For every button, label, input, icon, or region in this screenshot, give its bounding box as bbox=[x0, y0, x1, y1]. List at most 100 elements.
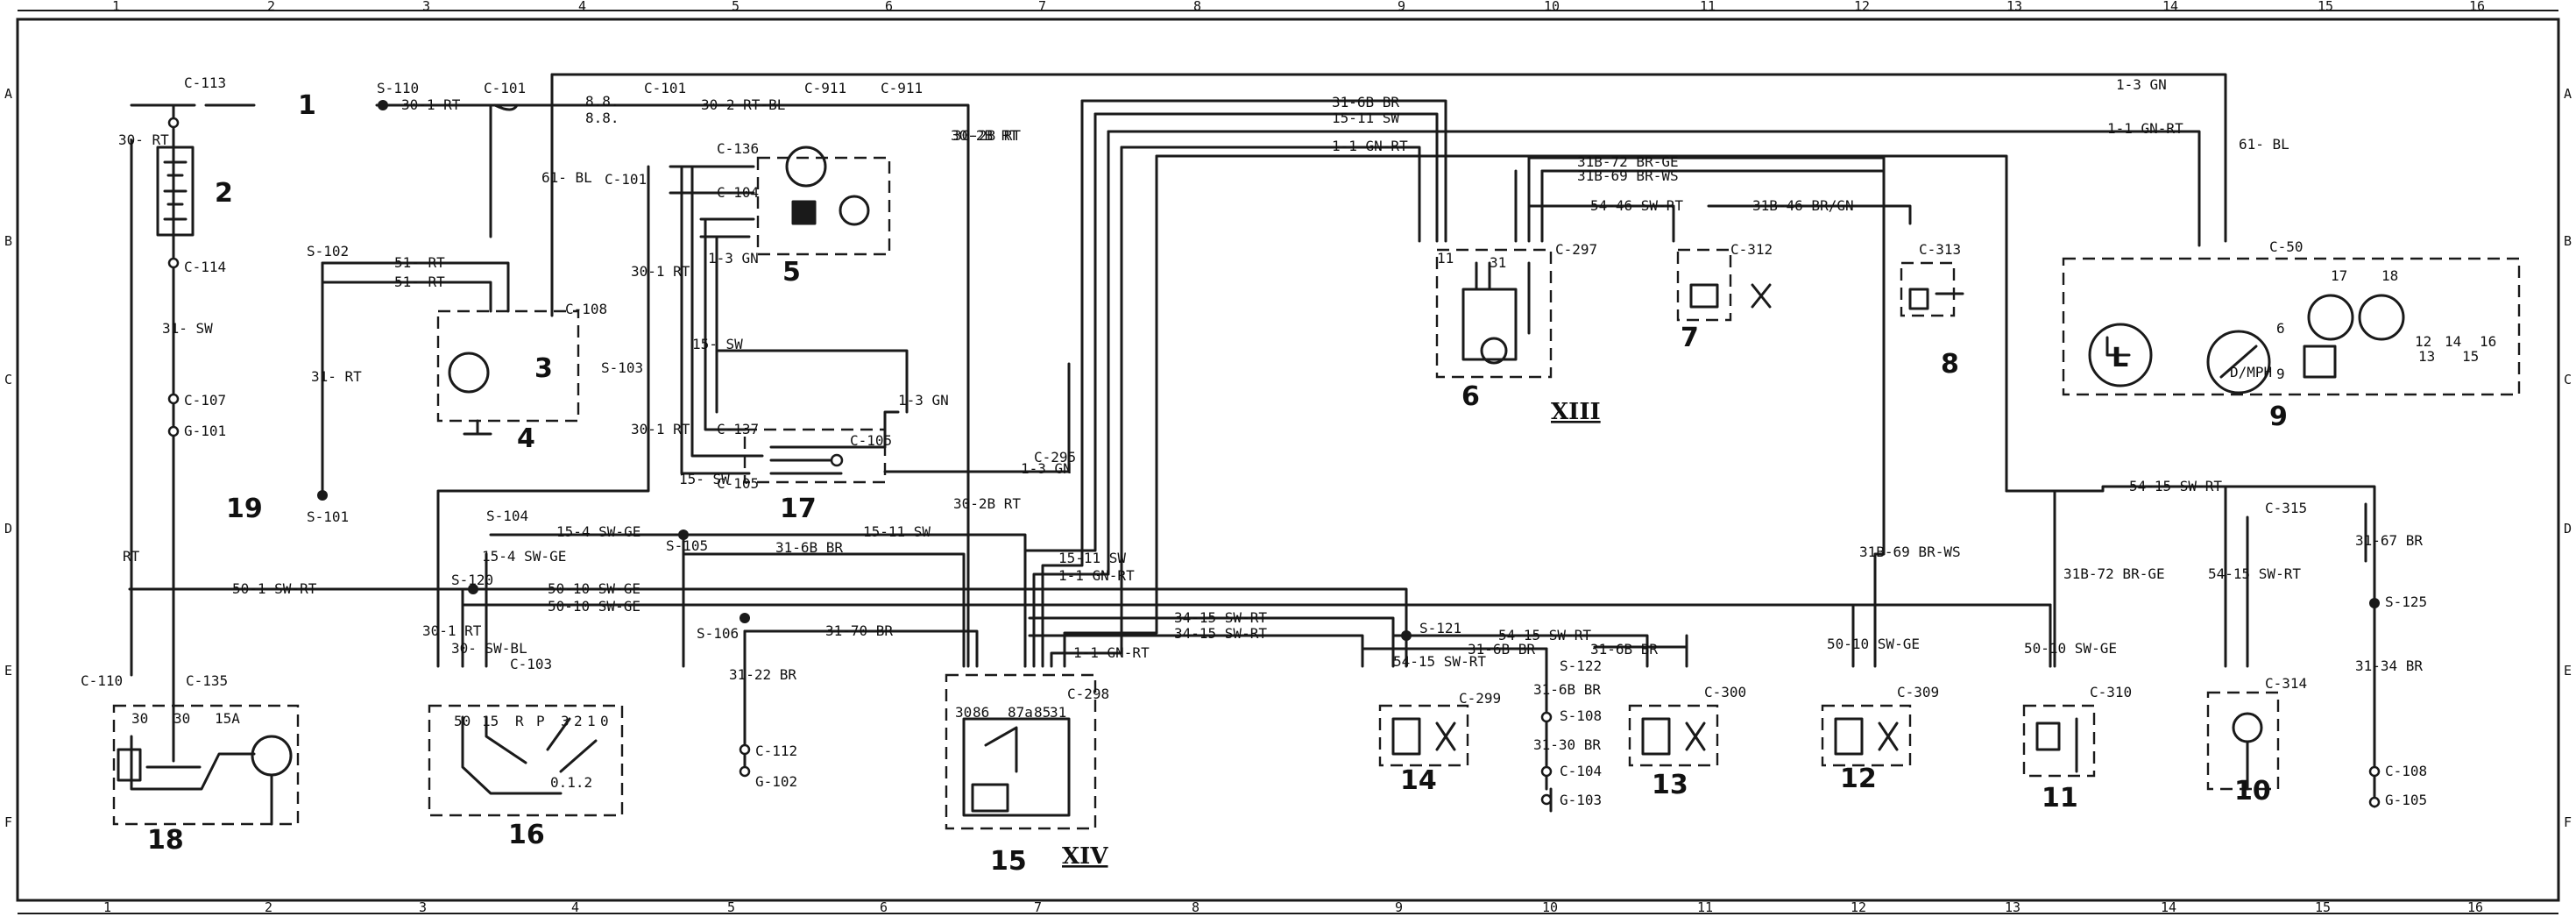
relay-7-symbol bbox=[1689, 283, 1772, 309]
grid-col-4: 4 bbox=[578, 0, 586, 14]
wire-51: 31-34 BR bbox=[2355, 657, 2423, 674]
wire-30: 31-22 BR bbox=[729, 666, 796, 683]
wire-7: 31- SW bbox=[162, 320, 213, 337]
wire-16: 1-3 GN bbox=[1021, 460, 1072, 477]
wire-10: 51- RT bbox=[394, 274, 445, 290]
wires bbox=[128, 73, 2376, 813]
wire-46: 31B-69 BR-WS bbox=[1859, 544, 1961, 560]
grid-col-8-b: 8 bbox=[1192, 899, 1200, 915]
component-label-13: 13 bbox=[1652, 770, 1688, 800]
grid-row-c-r: C bbox=[2564, 372, 2572, 387]
wire-3: 8.8. bbox=[585, 93, 619, 110]
conn-s102: S-102 bbox=[307, 243, 349, 259]
conn-s125: S-125 bbox=[2385, 593, 2427, 610]
conn-c314: C-314 bbox=[2265, 675, 2307, 692]
wire-22: 31-6B BR bbox=[775, 539, 843, 556]
wire-5: 61- BL bbox=[541, 169, 592, 186]
component-label-4: 4 bbox=[517, 423, 535, 454]
grid-col-8: 8 bbox=[1193, 0, 1201, 14]
connector-dots bbox=[167, 100, 2381, 808]
grid-col-15: 15 bbox=[2318, 0, 2333, 14]
pin-1: 30 bbox=[131, 710, 148, 727]
wire-17: 15- SW bbox=[692, 336, 743, 352]
component-label-10: 10 bbox=[2234, 776, 2271, 807]
wire-44: 1-1 GN-RT bbox=[2107, 120, 2183, 137]
pin-24: 14 bbox=[2445, 333, 2461, 350]
wire-4: 8.8. bbox=[585, 110, 619, 126]
pin-12: 0.1.2 bbox=[550, 774, 592, 791]
pin-10: 1 bbox=[587, 713, 596, 729]
sender-11-symbol bbox=[2035, 717, 2078, 773]
wire-24: 50-1 SW-RT bbox=[232, 580, 317, 597]
grid-col-5: 5 bbox=[732, 0, 740, 14]
wire-38: 1-1 GN-RT bbox=[1332, 138, 1408, 154]
component-label-1: 1 bbox=[298, 90, 316, 121]
conn-c911-a: C-911 bbox=[804, 80, 846, 96]
conn-g105: G-105 bbox=[2385, 792, 2427, 808]
wire-35: 1-1 GN-RT bbox=[1058, 567, 1135, 584]
wire-57: 50-10 SW-GE bbox=[2024, 640, 2117, 657]
conn-s103: S-103 bbox=[601, 359, 643, 376]
wire-14: 1-3 GN bbox=[708, 250, 759, 267]
grid-col-3-b: 3 bbox=[419, 899, 427, 915]
component-label-14: 14 bbox=[1400, 765, 1437, 796]
pin-8: 3 bbox=[561, 713, 570, 729]
wire-1: 30-1 RT bbox=[401, 96, 461, 113]
conn-c113: C-113 bbox=[184, 75, 226, 91]
conn-s101: S-101 bbox=[307, 508, 349, 525]
grid-col-4-b: 4 bbox=[571, 899, 579, 915]
component-9-box bbox=[2062, 257, 2521, 396]
component-label-8: 8 bbox=[1941, 349, 1959, 380]
conn-s122: S-122 bbox=[1560, 657, 1602, 674]
instrument-cluster-symbol bbox=[2088, 294, 2405, 394]
wire-55: 31-6B BR bbox=[1533, 681, 1601, 698]
component-label-19: 19 bbox=[226, 494, 263, 524]
grid-col-1: 1 bbox=[112, 0, 120, 14]
component-label-12: 12 bbox=[1840, 764, 1877, 794]
wire-48: 54-15 SW-RT bbox=[2129, 478, 2222, 494]
pin-21: 6 bbox=[2276, 320, 2285, 337]
conn-c135: C-135 bbox=[186, 672, 228, 689]
wire-42: 31B-46 BR/GN bbox=[1752, 197, 1854, 214]
conn-g103: G-103 bbox=[1560, 792, 1602, 808]
grid-col-6: 6 bbox=[885, 0, 893, 14]
component-label-18: 18 bbox=[147, 825, 184, 856]
column-numbers-top: 1 2 3 4 5 6 7 8 9 10 11 12 13 14 15 16 bbox=[112, 0, 2485, 14]
component-14-box bbox=[1378, 704, 1469, 767]
pin-14: 86 bbox=[973, 704, 989, 721]
conn-c297: C-297 bbox=[1555, 241, 1597, 258]
pin-19: 31 bbox=[1490, 254, 1506, 271]
conn-c315: C-315 bbox=[2265, 500, 2307, 516]
grid-row-d: D bbox=[4, 521, 12, 537]
pin-13: 30 bbox=[955, 704, 972, 721]
wire-47: 31B-72 BR-GE bbox=[2063, 565, 2165, 582]
grid-col-9: 9 bbox=[1398, 0, 1405, 14]
pin-16: 85 bbox=[1034, 704, 1051, 721]
pin-26: 16 bbox=[2480, 333, 2496, 350]
component-10-box bbox=[2206, 691, 2280, 791]
conn-c101-c: C-101 bbox=[605, 171, 647, 188]
conn-c105-a: C-105 bbox=[717, 475, 759, 492]
wire-37: 15-11 SW bbox=[1332, 110, 1399, 126]
grid-col-12-b: 12 bbox=[1851, 899, 1866, 915]
row-letters: A B C D E F A B C D E F bbox=[4, 86, 2572, 830]
component-label-15: 15 bbox=[990, 846, 1027, 877]
wire-25: 50-10 SW-GE bbox=[548, 580, 640, 597]
conn-c108-a: C-108 bbox=[565, 301, 607, 317]
wire-45: 61- BL bbox=[2239, 136, 2289, 153]
alternator-symbol bbox=[448, 352, 492, 436]
pin-5: 15 bbox=[482, 713, 499, 729]
grid-col-15-b: 15 bbox=[2315, 899, 2331, 915]
conn-c911-b: C-911 bbox=[881, 80, 923, 96]
conn-s104: S-104 bbox=[486, 508, 528, 524]
wire-23: 30-2B RT bbox=[953, 495, 1021, 512]
wire-13: 30-1 RT bbox=[631, 421, 690, 437]
wire-34: 15-11 SW bbox=[1058, 550, 1126, 566]
conn-c137: C-137 bbox=[717, 421, 759, 437]
wire-27: 30-1 RT bbox=[422, 622, 482, 639]
grid-col-7: 7 bbox=[1038, 0, 1046, 14]
grid-col-16: 16 bbox=[2469, 0, 2485, 14]
grid-row-f-r: F bbox=[2564, 814, 2572, 830]
sensor-12-symbol bbox=[1834, 717, 1899, 756]
